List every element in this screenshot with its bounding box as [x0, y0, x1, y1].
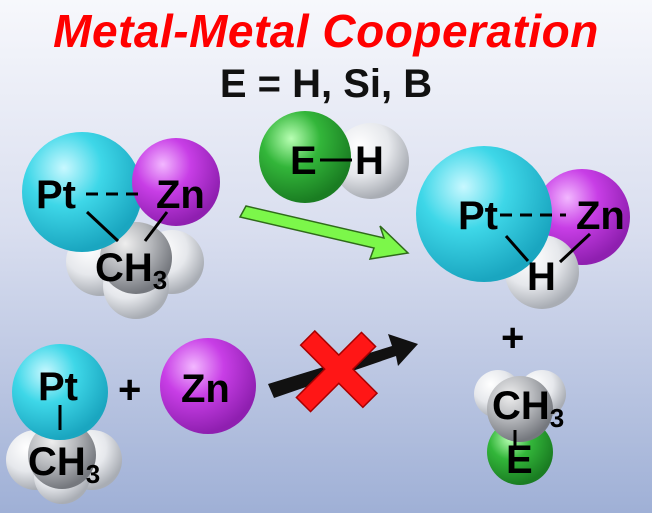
ptzn-hydride-complex: [416, 146, 630, 309]
e-h-molecule: [259, 111, 409, 203]
carbon-atom: [487, 376, 553, 442]
zn-label-fragment: Zn: [181, 367, 230, 411]
plus-sign-fragments: +: [118, 368, 142, 412]
pt-methyl-fragment: [6, 344, 122, 504]
zn-label-reactant: Zn: [156, 173, 205, 217]
ch3-label-product: CH3: [492, 384, 565, 433]
e-label-product: E: [506, 438, 533, 482]
platinum-atom: [22, 132, 142, 252]
zinc-atom: [132, 138, 220, 226]
pt-label-product: Pt: [458, 194, 498, 238]
h-label-reagent: H: [355, 139, 384, 183]
e-atom: [259, 111, 351, 203]
pt-label-reactant: Pt: [36, 173, 76, 217]
platinum-atom: [12, 344, 108, 440]
h-label-product: H: [527, 255, 556, 299]
blocked-pathway: [268, 329, 418, 413]
title: Metal-Metal Cooperation: [53, 5, 599, 57]
carbon-atom: [28, 421, 96, 489]
ch3-label-reactant: CH3: [95, 246, 168, 295]
subtitle: E = H, Si, B: [219, 62, 433, 106]
reaction-arrow: [238, 205, 410, 260]
plus-sign-products: +: [501, 316, 525, 360]
red-cross-icon: [295, 329, 379, 413]
e-label-reagent: E: [290, 139, 317, 183]
ch3-label-fragment: CH3: [28, 440, 101, 489]
pt-label-fragment: Pt: [38, 365, 78, 409]
zinc-atom: [160, 338, 256, 434]
pt-c-bond: [85, 210, 120, 243]
ptzn-methyl-complex: [22, 132, 220, 319]
methyl-e-product: [474, 370, 566, 485]
hydrogen-atom: [333, 123, 409, 199]
zn-h-bond: [558, 232, 592, 264]
forward-arrow-icon: [238, 205, 410, 260]
zn-label-product: Zn: [576, 194, 625, 238]
pt-h-bond: [504, 235, 530, 262]
zn-c-bond: [143, 211, 169, 242]
